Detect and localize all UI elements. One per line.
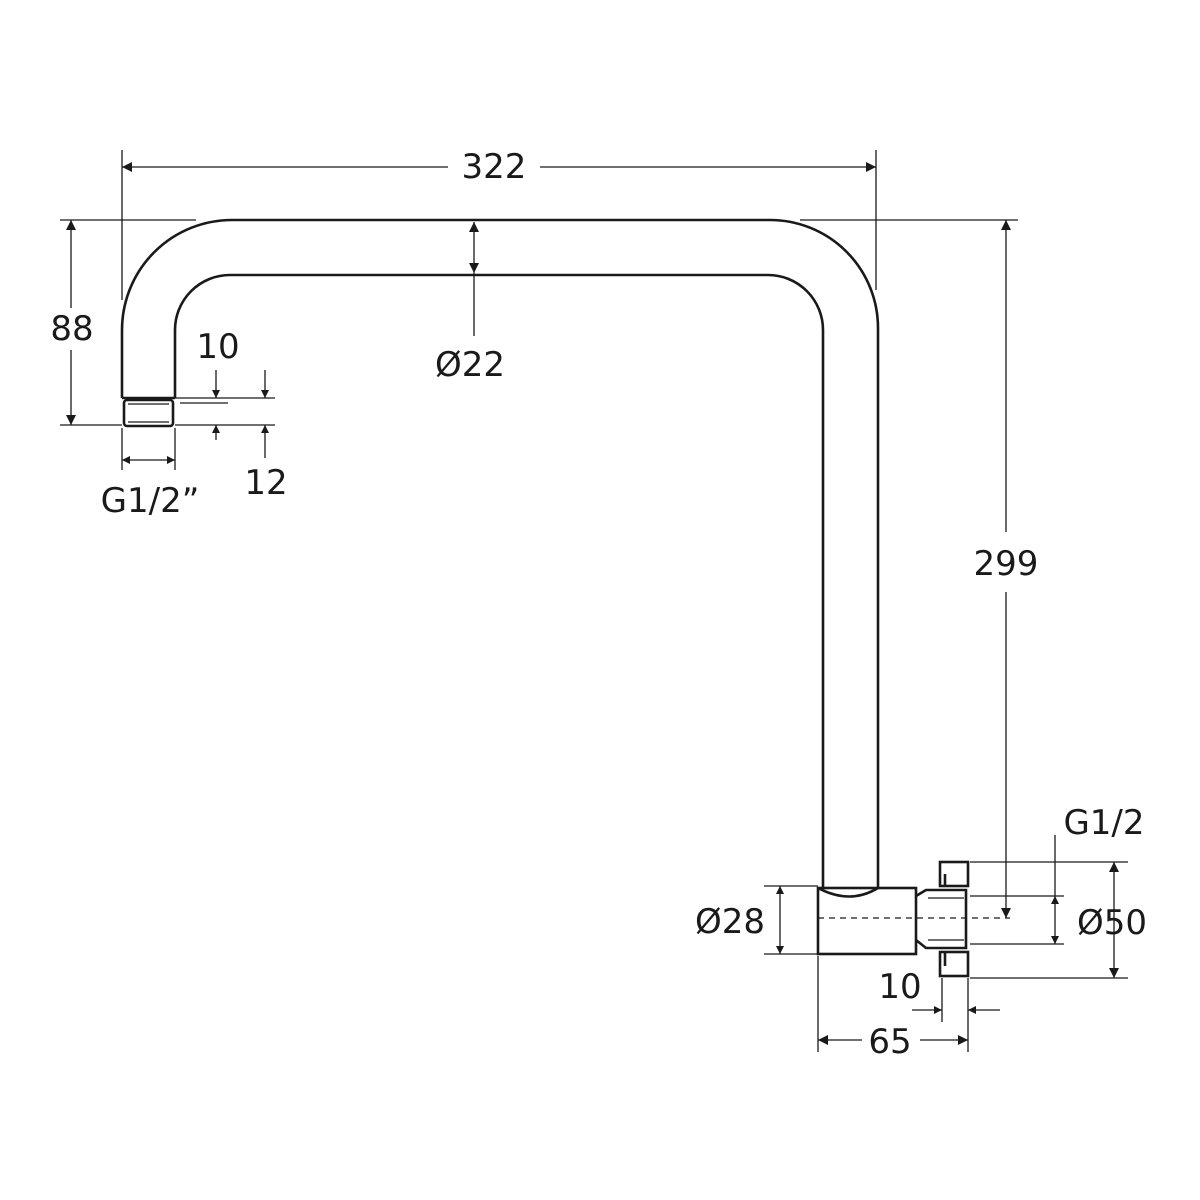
dimension-base-diameter: Ø28 — [695, 886, 784, 954]
label-outlet-thread-offset: 12 — [244, 463, 287, 503]
dimension-outlet-thread: G1/2” — [101, 456, 200, 521]
outlet-thread-nipple — [122, 398, 175, 428]
label-pipe-diameter: Ø22 — [435, 345, 505, 385]
shower-arm-body — [120, 218, 880, 888]
dimension-overall-length: 322 — [122, 147, 876, 187]
label-outlet-thread-length: 10 — [196, 327, 239, 367]
wall-flange — [915, 860, 970, 978]
label-inlet-thread: G1/2 — [1063, 803, 1144, 843]
label-base-length: 65 — [868, 1022, 911, 1062]
label-base-diameter: Ø28 — [695, 902, 765, 942]
label-overall-length: 322 — [462, 147, 527, 187]
dimension-height: 299 — [974, 220, 1039, 918]
dimension-arm-drop: 88 — [50, 220, 94, 425]
dimension-outlet-thread-length: 10 — [196, 327, 240, 440]
label-height: 299 — [974, 544, 1039, 584]
label-flange-thickness: 10 — [878, 967, 921, 1007]
dimension-base-length: 65 — [818, 1022, 968, 1062]
label-arm-drop: 88 — [50, 309, 93, 349]
dimension-outlet-thread-offset: 12 — [244, 370, 288, 503]
dimension-pipe-diameter: Ø22 — [435, 222, 505, 385]
dimension-flange-diameter: Ø50 — [1077, 862, 1147, 978]
wall-base-block — [816, 886, 1010, 956]
label-outlet-thread: G1/2” — [101, 481, 200, 521]
dimension-inlet-thread: G1/2 — [1051, 803, 1145, 944]
label-flange-diameter: Ø50 — [1077, 903, 1147, 943]
extension-lines — [60, 150, 1128, 1052]
dimension-flange-thickness: 10 — [878, 967, 1000, 1014]
